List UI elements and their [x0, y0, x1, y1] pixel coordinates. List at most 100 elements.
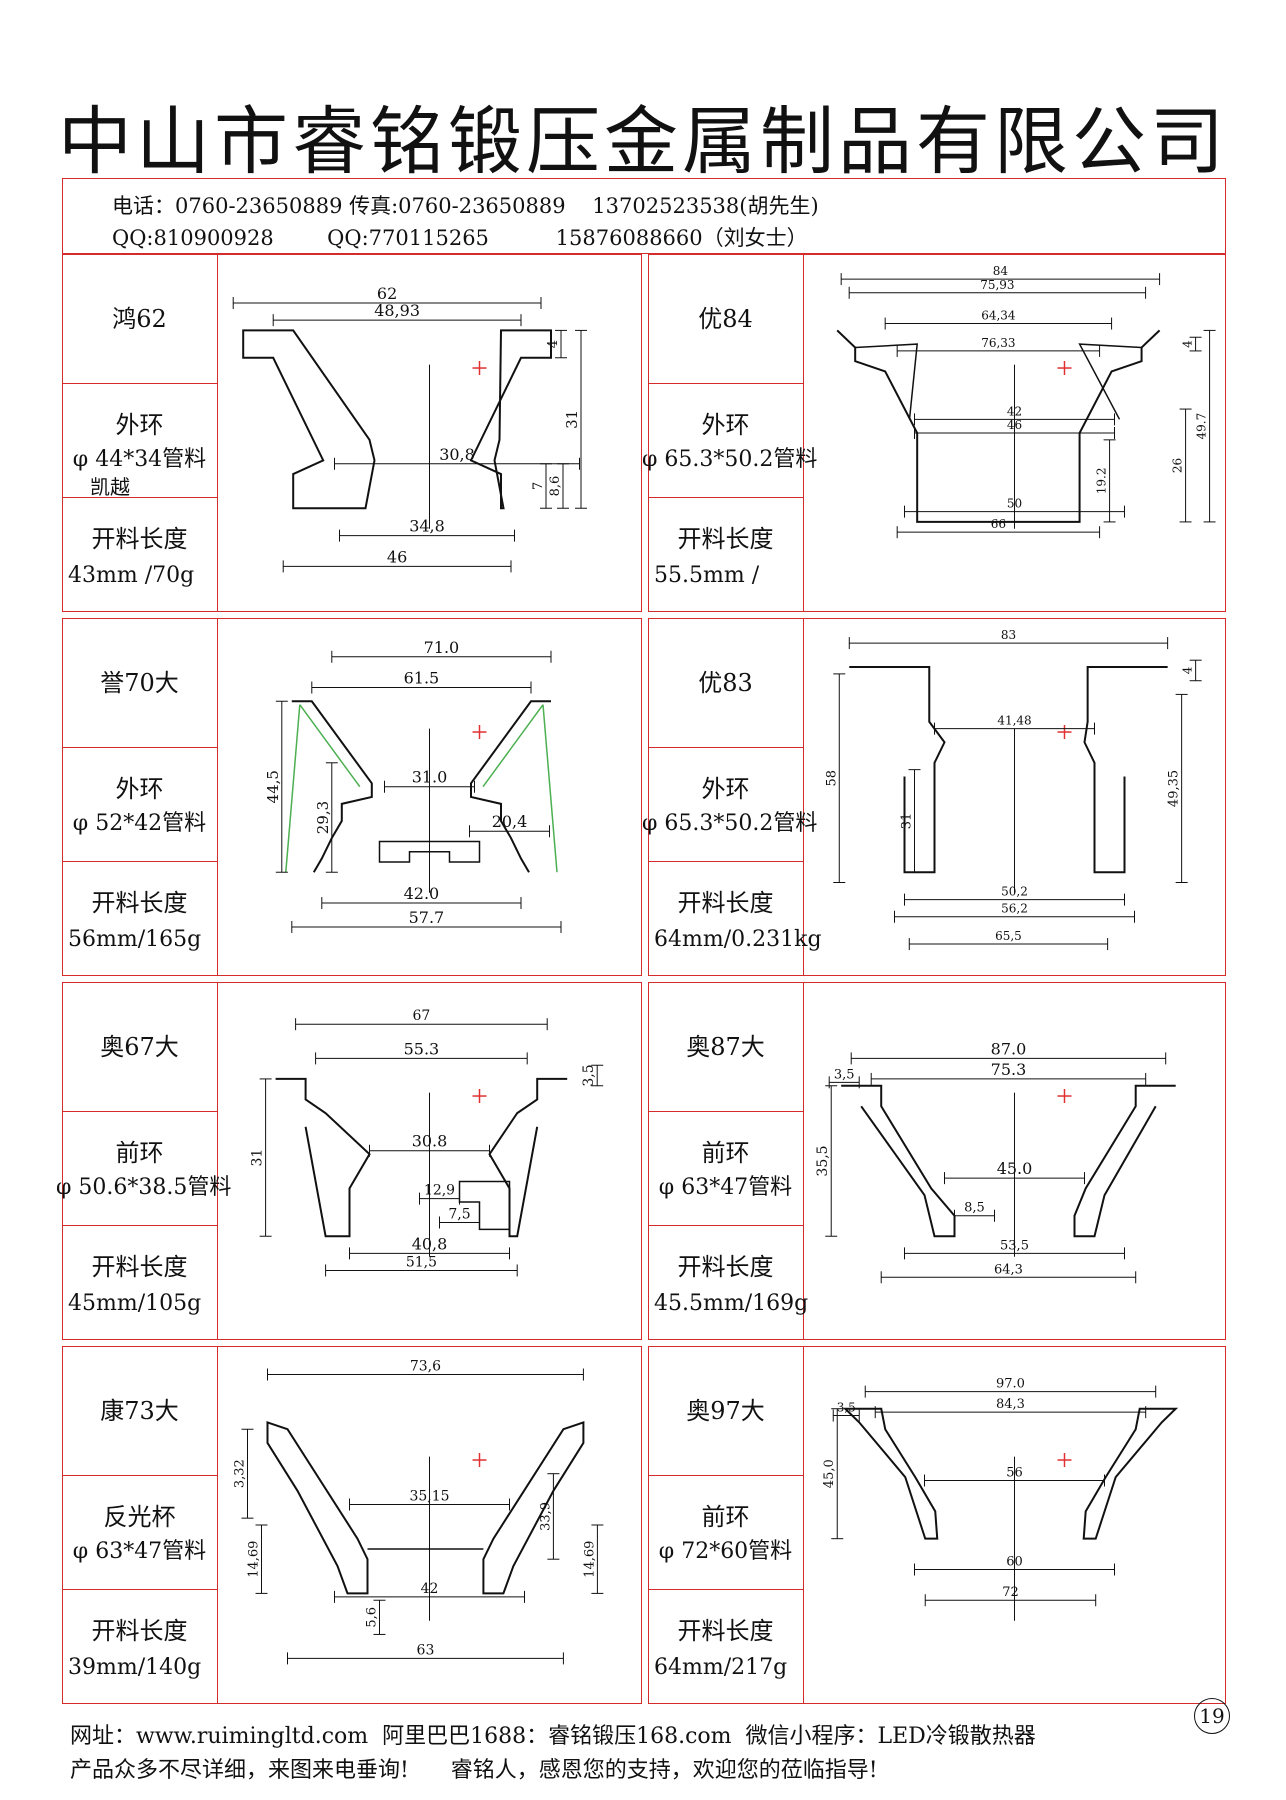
dimension-label: 53,5 [1000, 1238, 1029, 1253]
dimension-label: 7 [531, 482, 546, 490]
company-title: 中山市睿铭锻压金属制品有限公司 [58, 99, 1228, 185]
dimension-label: 61.5 [404, 669, 440, 688]
ring-label: 外环 [701, 410, 750, 439]
dimension-label: 8,5 [964, 1201, 985, 1216]
product-panel [62, 254, 642, 612]
tube-spec: φ 44*34管料 [72, 446, 207, 472]
ring-label: 外环 [115, 410, 164, 439]
product-name: 奥97大 [686, 1397, 765, 1425]
dimension-label: 31.0 [412, 768, 448, 787]
profile-outline-left [242, 329, 376, 510]
dimension-label: 83 [1001, 628, 1016, 642]
dimension-label: 46 [1007, 418, 1022, 432]
contact-box [62, 178, 1226, 254]
profile-outline-left [849, 666, 946, 874]
dimension-label: 40,8 [412, 1234, 448, 1253]
panel-row-divider [648, 382, 803, 384]
panel-divider [217, 1346, 218, 1704]
dimension-label: 7,5 [448, 1207, 470, 1223]
dimension-label: 41,48 [997, 714, 1031, 728]
dimension-label: 30,8 [439, 445, 475, 464]
dimension-label: 58 [824, 770, 839, 787]
dimension-label: 8,6 [548, 476, 563, 497]
panel-divider [803, 618, 804, 976]
ring-label: 外环 [115, 774, 164, 803]
dimension-label: 64,3 [994, 1262, 1023, 1277]
dimension-label: 42 [421, 1581, 439, 1597]
tube-spec: φ 65.3*50.2管料 [642, 446, 818, 472]
dimension-label: 75,93 [980, 278, 1014, 292]
dimension-label: 49,35 [1167, 770, 1182, 807]
dimension-label: 63 [417, 1642, 435, 1658]
panel-row-divider [648, 497, 803, 499]
cut-length-label: 开料长度 [677, 889, 774, 918]
dimension-label: 19.2 [1095, 468, 1109, 495]
dimension-label: 20,4 [492, 812, 528, 831]
profile-outline-right [1082, 1407, 1179, 1540]
panel-divider [217, 982, 218, 1340]
dimension-label: 33,9 [538, 1502, 553, 1531]
product-name: 康73大 [100, 1397, 179, 1425]
dimension-label: 44,5 [264, 770, 282, 803]
profile-outline-right [488, 1077, 568, 1238]
product-name: 奥67大 [100, 1033, 179, 1061]
dimension-label: 35,5 [815, 1145, 831, 1176]
profile-outline-left [266, 1421, 369, 1595]
contact-line-1: 电话：0760-23650889 传真:0760-23650889 137025… [112, 194, 819, 218]
profile-outline-left [841, 1084, 956, 1238]
cut-length-label: 开料长度 [677, 1253, 774, 1282]
dimension-label: 42.0 [404, 884, 440, 903]
profile-outline-right [470, 700, 551, 873]
dimension-label: 75.3 [991, 1060, 1027, 1079]
dimension-label: 42 [1007, 404, 1022, 418]
profile-outline-right [469, 329, 552, 510]
brand-note: 凯越 [90, 474, 130, 499]
panel-row-divider [62, 1589, 217, 1591]
dimension-label: 66 [991, 517, 1006, 531]
product-name: 奥87大 [686, 1033, 765, 1061]
dimension-label: 72 [1002, 1585, 1019, 1600]
dimension-label: 34,8 [409, 517, 445, 536]
dimension-label: 3,5 [837, 1401, 856, 1415]
dimension-label: 3,32 [233, 1459, 248, 1488]
ring-label: 前环 [701, 1502, 750, 1531]
cut-length-label: 开料长度 [91, 525, 188, 554]
dimension-label: 76,33 [981, 336, 1015, 350]
tube-spec: φ 63*47管料 [658, 1174, 793, 1200]
tube-spec: φ 65.3*50.2管料 [642, 810, 818, 836]
product-name: 鸿62 [112, 305, 167, 333]
tube-spec: φ 52*42管料 [72, 810, 207, 836]
cut-length-value: 45mm/105g [68, 1291, 202, 1317]
dimension-label: 3,5 [581, 1064, 597, 1086]
dimension-label: 65,5 [995, 929, 1022, 943]
panel-row-divider [62, 861, 217, 863]
dimension-label: 60 [1006, 1554, 1023, 1569]
panel-row-divider [62, 1110, 217, 1112]
green-guide [285, 704, 558, 873]
panel-row-divider [62, 382, 217, 384]
profile-outline-right [482, 1421, 585, 1595]
cut-length-label: 开料长度 [91, 1617, 188, 1646]
panel-row-divider [648, 1110, 803, 1112]
ring-label: 前环 [701, 1138, 750, 1167]
cut-length-value: 39mm/140g [68, 1655, 202, 1681]
dimension-label: 50 [1007, 497, 1022, 511]
product-panel [648, 254, 1226, 612]
cut-length-label: 开料长度 [91, 1253, 188, 1282]
panel-row-divider [648, 746, 803, 748]
panel-divider [803, 254, 804, 612]
panel-row-divider [62, 1225, 217, 1227]
dimension-label: 26 [1171, 458, 1185, 473]
panel-divider [803, 1346, 804, 1704]
profile-outline-right [1083, 666, 1168, 874]
panel-row-divider [648, 861, 803, 863]
panel-row-divider [62, 746, 217, 748]
dimension-label: 3,5 [834, 1067, 855, 1082]
dimension-label: 30.8 [412, 1132, 448, 1151]
product-panel [648, 1346, 1226, 1704]
cut-length-value: 64mm/0.231kg [654, 927, 822, 953]
dimension-label: 64,34 [981, 309, 1016, 323]
footer-line-1: 网址：www.ruimingltd.com 阿里巴巴1688：睿铭锻压168.c… [70, 1724, 1036, 1749]
